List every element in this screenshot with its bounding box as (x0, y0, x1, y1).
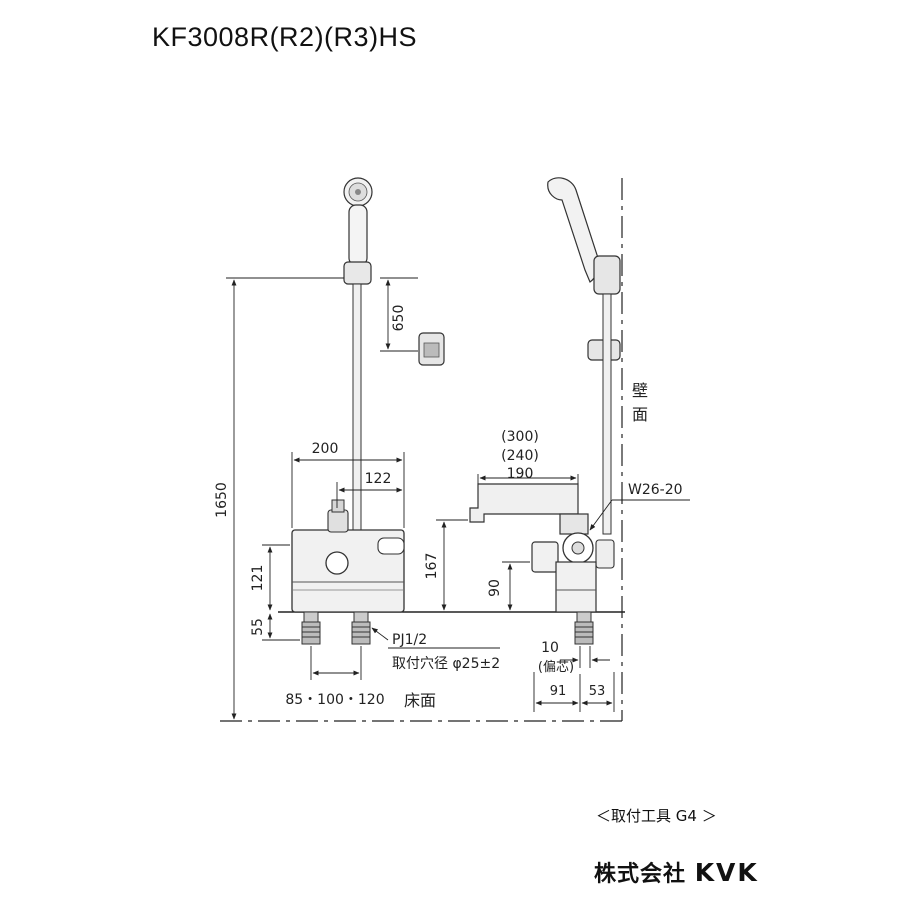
product-title: KF3008R(R2)(R3)HS (152, 22, 418, 52)
dim-10 (560, 646, 610, 668)
dim-1650 (226, 277, 344, 720)
label-121: 121 (250, 565, 266, 592)
company-name: 株式会社 KVK (594, 856, 759, 888)
label-10: 10 (541, 640, 559, 656)
label-w26: W26-20 (628, 482, 683, 498)
dim-90 (502, 561, 530, 611)
dim-55 (262, 613, 300, 641)
dim-122 (336, 482, 403, 508)
label-167: 167 (424, 553, 440, 580)
label-pj: PJ1/2 (392, 632, 427, 648)
label-91: 91 (550, 684, 567, 699)
supply-pipe-right (351, 611, 371, 645)
mixer-body-front (291, 499, 405, 613)
label-300: (300) (501, 429, 539, 445)
label-wall-2: 面 (632, 405, 648, 424)
dim-121 (262, 544, 290, 611)
label-hole-diameter: 取付穴径 φ25±2 (392, 656, 500, 672)
label-wall-1: 壁 (632, 381, 648, 400)
label-55: 55 (250, 618, 266, 636)
label-floor: 床面 (404, 691, 436, 710)
tool-note: ＜取付工具 G4 ＞ (596, 807, 717, 825)
dim-167 (436, 519, 468, 611)
dim-pipe-pitch (310, 646, 362, 680)
slide-bar-front (352, 283, 362, 531)
label-122: 122 (365, 471, 392, 487)
dim-650 (380, 277, 418, 352)
label-200: 200 (312, 441, 339, 457)
label-53: 53 (589, 684, 606, 699)
dim-91-53 (533, 672, 615, 712)
label-1650: 1650 (214, 482, 230, 518)
label-650: 650 (391, 305, 407, 332)
dim-200 (291, 452, 405, 528)
mixer-body-side (531, 513, 615, 613)
company-prefix: 株式会社 (594, 862, 687, 887)
label-pipe-pitch: 85・100・120 (285, 692, 384, 708)
w-leader (589, 499, 690, 531)
label-240: (240) (501, 448, 539, 464)
slide-bar-side (602, 293, 612, 535)
dim-190 (477, 474, 579, 484)
brand-logo: KVK (694, 858, 759, 887)
label-190: 190 (507, 466, 534, 482)
label-90: 90 (487, 579, 503, 597)
pj-leader (371, 627, 500, 649)
label-offset-note: (偏芯) (538, 660, 574, 675)
supply-pipe-left (301, 611, 321, 645)
supply-pipe-side (574, 611, 594, 645)
hook-icon (418, 332, 445, 366)
shower-head-front (343, 177, 373, 285)
